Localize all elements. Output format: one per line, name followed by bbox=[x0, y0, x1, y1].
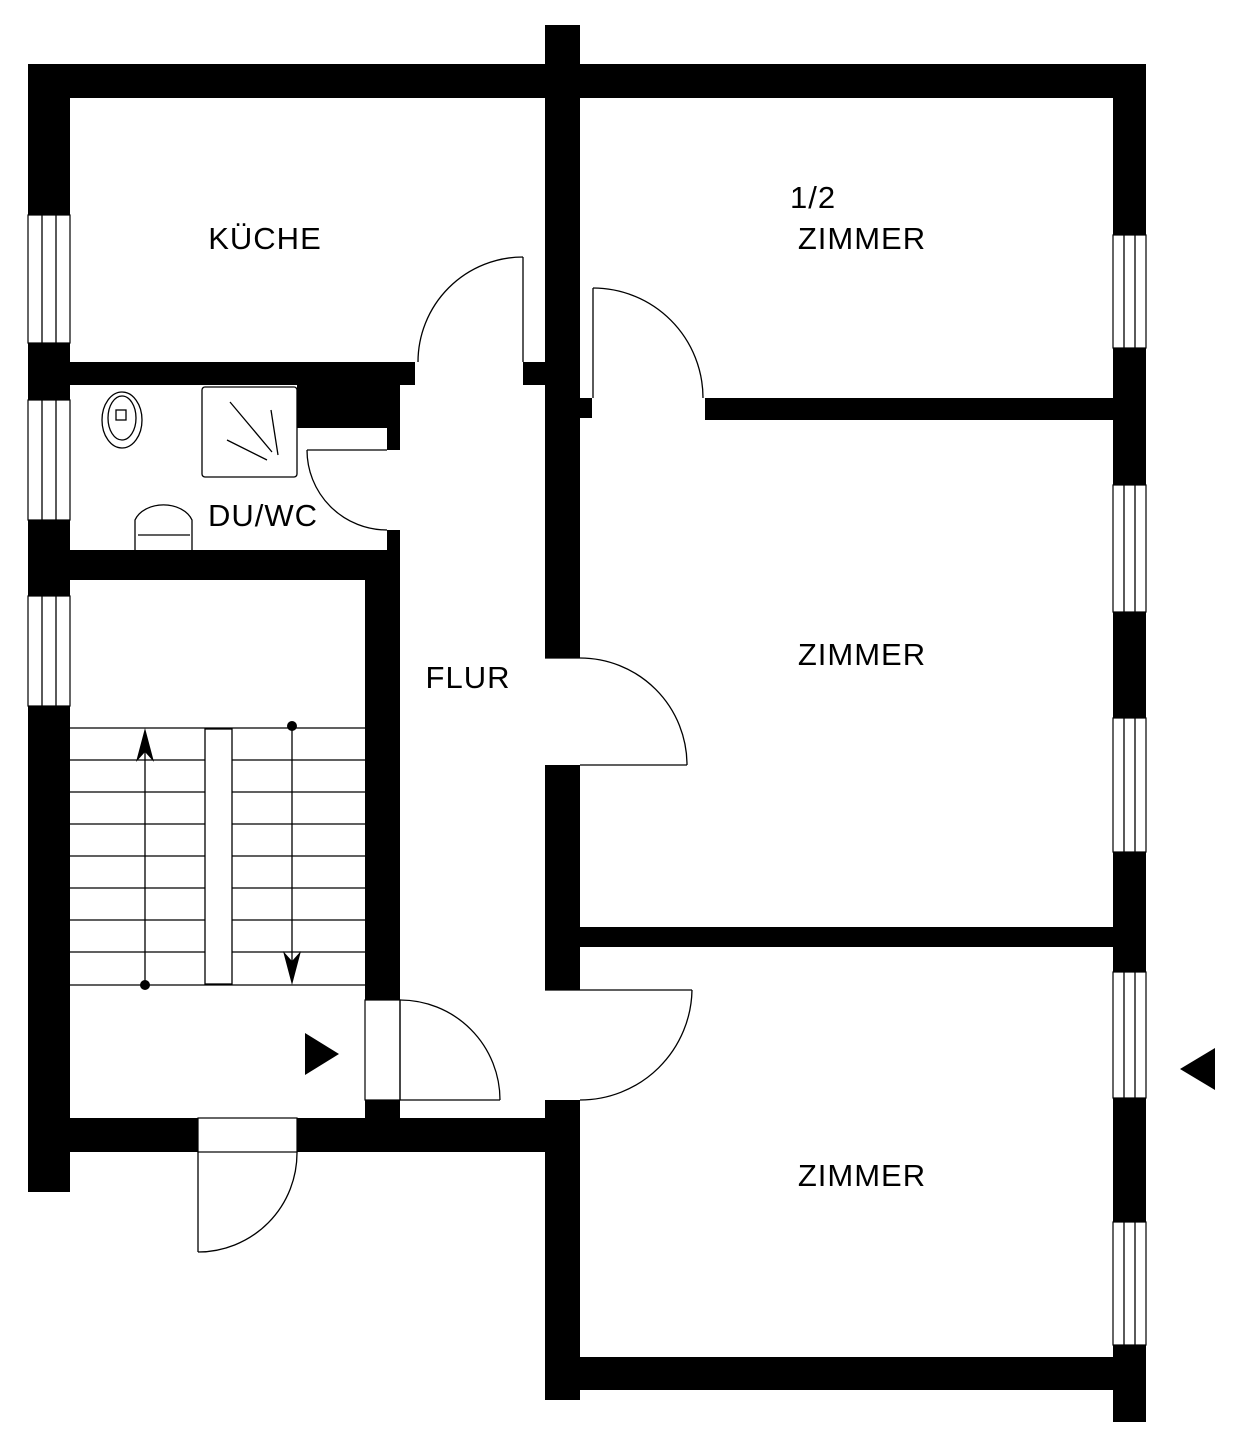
window-left-kitchen bbox=[27, 214, 71, 344]
door-half-room bbox=[592, 287, 704, 399]
bath-fixtures bbox=[101, 386, 298, 550]
window-right-1 bbox=[1112, 234, 1147, 349]
entry-triangle-icon bbox=[305, 1033, 339, 1075]
door-stairwell bbox=[399, 999, 501, 1101]
label-half-room: ZIMMER bbox=[798, 221, 926, 256]
stair-door-frame bbox=[364, 999, 401, 1101]
washbasin-icon bbox=[134, 504, 193, 550]
window-right-5 bbox=[1112, 1221, 1147, 1346]
windows bbox=[27, 214, 1147, 1346]
doors bbox=[197, 256, 704, 1253]
window-right-4 bbox=[1112, 971, 1147, 1099]
door-entry bbox=[197, 1117, 298, 1253]
walls bbox=[28, 25, 1146, 1422]
window-left-bath bbox=[27, 399, 71, 521]
toilet-icon bbox=[101, 391, 143, 449]
label-half-room-fraction: 1/2 bbox=[790, 180, 836, 215]
stair-up-arrow-icon bbox=[136, 728, 154, 990]
door-kitchen bbox=[417, 256, 524, 363]
stair-down-arrow-icon bbox=[283, 721, 301, 985]
window-right-2 bbox=[1112, 484, 1147, 613]
label-room-middle: ZIMMER bbox=[798, 637, 926, 672]
section-triangle-icon bbox=[1180, 1048, 1215, 1090]
label-room-bottom: ZIMMER bbox=[798, 1158, 926, 1193]
staircase bbox=[70, 721, 365, 990]
room-labels: KÜCHE 1/2 ZIMMER DU/WC FLUR ZIMMER ZIMME… bbox=[208, 180, 926, 1193]
shower-tray-icon bbox=[201, 386, 298, 478]
door-bathroom bbox=[306, 449, 388, 531]
window-right-3 bbox=[1112, 717, 1147, 853]
door-room-middle bbox=[545, 657, 688, 766]
label-bathroom: DU/WC bbox=[208, 498, 318, 533]
window-left-stair bbox=[27, 595, 71, 707]
label-kitchen: KÜCHE bbox=[208, 221, 322, 256]
door-room-bottom bbox=[545, 989, 693, 1101]
label-hallway: FLUR bbox=[426, 660, 511, 695]
